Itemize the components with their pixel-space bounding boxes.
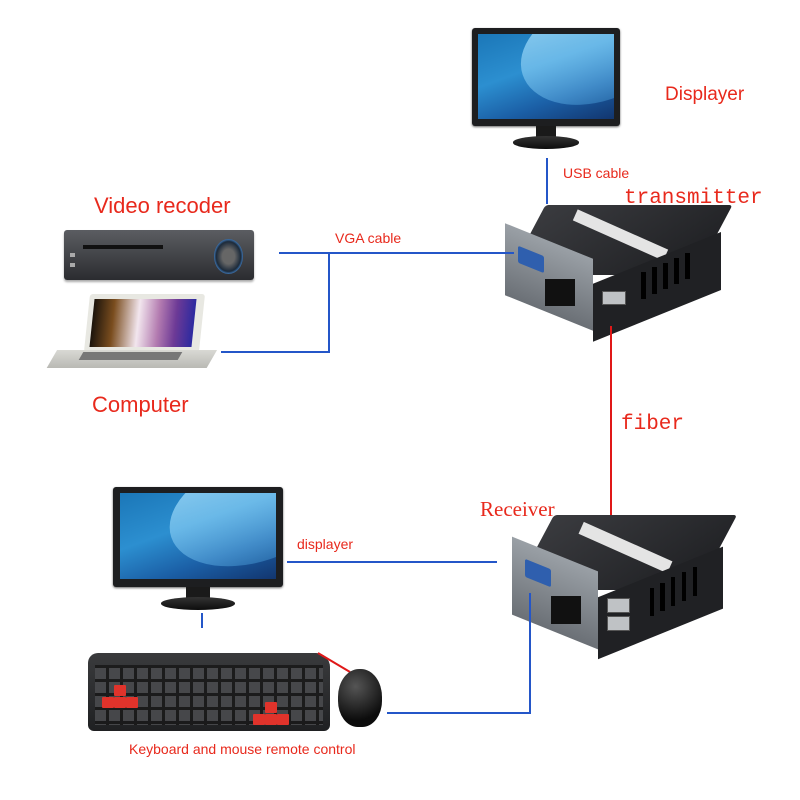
fiber-port-icon bbox=[544, 279, 576, 306]
receiver-device bbox=[512, 515, 737, 660]
top-monitor bbox=[472, 28, 620, 154]
vent-slot bbox=[671, 577, 676, 606]
keyboard-wasd-key bbox=[126, 697, 138, 708]
keyboard-wasd-key bbox=[114, 685, 126, 696]
keyboard-keys bbox=[95, 665, 323, 725]
top-displayer-label: Displayer bbox=[665, 84, 745, 105]
bottom-displayer-label: displayer bbox=[297, 536, 354, 552]
dvr-usb-port bbox=[69, 252, 76, 257]
usb-port-icon bbox=[606, 598, 631, 614]
keyboard-arrow-key bbox=[253, 714, 265, 725]
laptop-keyboard bbox=[78, 352, 183, 361]
vent-slot bbox=[685, 253, 690, 280]
monitor-base bbox=[513, 136, 579, 149]
computer-label: Computer bbox=[92, 392, 189, 417]
computer-laptop bbox=[46, 294, 218, 374]
fiber-label: fiber bbox=[621, 413, 685, 436]
bottom-monitor bbox=[113, 487, 283, 615]
vent-slot bbox=[660, 582, 665, 612]
vent-slot bbox=[641, 272, 646, 299]
mouse bbox=[338, 669, 382, 727]
keyboard-mouse-label: Keyboard and mouse remote control bbox=[129, 741, 356, 757]
monitor-screen bbox=[119, 493, 277, 580]
vent-slot bbox=[674, 257, 679, 285]
monitor-base bbox=[160, 597, 236, 610]
dvr-display bbox=[83, 245, 163, 249]
vent-slot bbox=[649, 587, 654, 617]
fiber-wire bbox=[610, 326, 612, 518]
vent-slot bbox=[663, 262, 668, 289]
laptop-screen bbox=[89, 298, 197, 347]
receiver-label: Receiver bbox=[480, 497, 555, 521]
video-recorder-label: Video recoder bbox=[94, 193, 231, 218]
fiber-port-icon bbox=[550, 595, 581, 625]
usb-port-icon bbox=[606, 616, 631, 632]
video-recorder-device bbox=[64, 230, 254, 280]
vga-cable-computer-wire bbox=[221, 351, 330, 353]
monitor-neck bbox=[535, 126, 557, 139]
dvr-jog-wheel bbox=[214, 239, 243, 274]
vga-cable-dvr-wire bbox=[279, 252, 514, 254]
keyboard-wasd-key bbox=[114, 697, 126, 708]
receiver-to-mouse-wire-vertical bbox=[529, 593, 531, 714]
receiver-to-mouse-wire-horizontal bbox=[387, 712, 531, 714]
usb-port-icon bbox=[601, 291, 626, 306]
vga-cable-label: VGA cable bbox=[335, 230, 402, 246]
usb-cable-wire bbox=[546, 158, 548, 204]
keyboard-wasd-key bbox=[102, 697, 114, 708]
displayer-wire bbox=[287, 561, 497, 563]
usb-cable-label: USB cable bbox=[563, 165, 630, 181]
dvr-usb-port bbox=[69, 262, 76, 267]
keyboard-arrow-key bbox=[265, 702, 277, 713]
keyboard-arrow-key bbox=[265, 714, 277, 725]
keyboard-arrow-key bbox=[277, 714, 289, 725]
vent-slot bbox=[652, 267, 657, 294]
transmitter-device bbox=[505, 205, 733, 342]
vent-slot bbox=[681, 572, 687, 601]
monitor-screen bbox=[477, 34, 615, 119]
vga-cable-junction-vertical bbox=[328, 253, 330, 353]
monitor-to-keyboard-wire bbox=[201, 613, 203, 628]
transmitter-label: transmitter bbox=[624, 187, 763, 210]
vent-slot bbox=[692, 567, 697, 596]
keyboard-mouse-cable bbox=[317, 652, 351, 673]
keyboard bbox=[88, 653, 330, 731]
monitor-neck bbox=[186, 586, 210, 600]
mouse-cord bbox=[317, 652, 351, 673]
